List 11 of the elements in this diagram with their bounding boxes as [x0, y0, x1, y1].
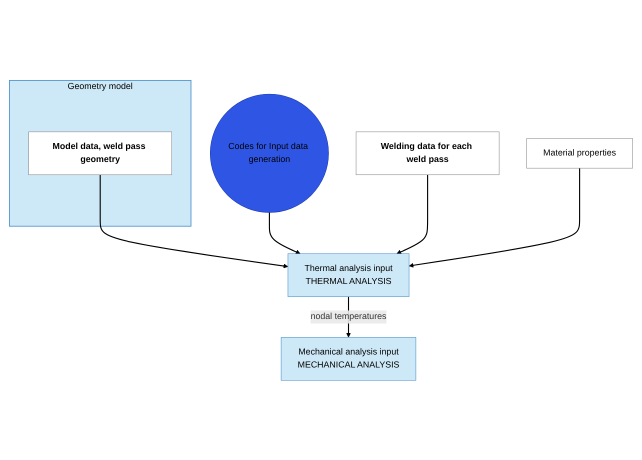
arrow	[396, 174, 428, 254]
arrow	[268, 212, 301, 254]
node-box: Thermal analysis input THERMAL ANALYSIS	[288, 253, 410, 297]
arrow	[100, 174, 288, 268]
node-box: Model data, weld pass geometry	[28, 131, 172, 175]
node-box: Material properties	[526, 138, 633, 168]
arrow	[408, 168, 580, 268]
node-box: Mechanical analysis input MECHANICAL ANALYSIS	[280, 336, 416, 380]
node-circle: Codes for Input data generation	[210, 94, 329, 212]
node-box: Welding data for each weld pass	[356, 131, 500, 175]
edge-label: nodal temperatures	[310, 312, 386, 322]
